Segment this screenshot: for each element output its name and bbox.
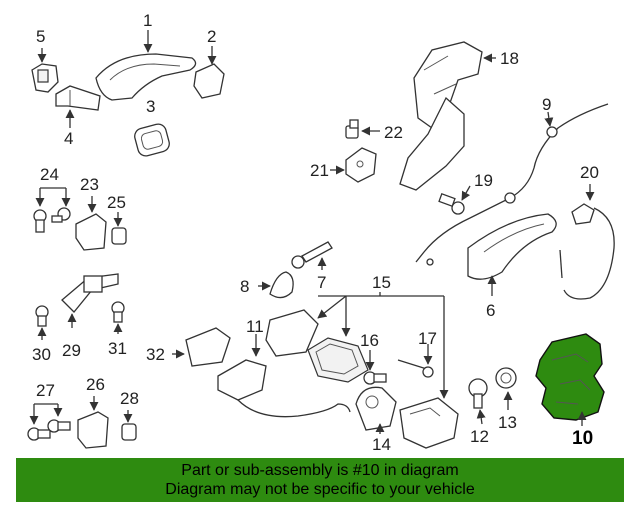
part-25-cap[interactable] <box>111 227 127 245</box>
label-9: 9 <box>542 95 551 114</box>
part-28-cap[interactable] <box>121 423 137 441</box>
label-2: 2 <box>207 27 216 46</box>
part-15-lock-housing[interactable] <box>399 397 459 449</box>
label-12: 12 <box>470 427 489 446</box>
part-13-plug[interactable] <box>495 367 517 389</box>
part-4-lock-cylinder[interactable] <box>55 85 101 111</box>
label-13: 13 <box>498 413 517 432</box>
label-23: 23 <box>80 175 99 194</box>
part-6-inner-handle[interactable] <box>467 213 557 280</box>
part-14-actuator[interactable] <box>355 386 397 431</box>
part-19-screw[interactable] <box>438 193 465 215</box>
label-30: 30 <box>32 345 51 364</box>
label-26: 26 <box>86 375 105 394</box>
label-5: 5 <box>36 27 45 46</box>
part-23-striker[interactable] <box>75 213 107 251</box>
label-18: 18 <box>500 49 519 68</box>
label-16: 16 <box>360 331 379 350</box>
label-27: 27 <box>36 381 55 400</box>
label-6: 6 <box>486 301 495 320</box>
part-12-plug[interactable] <box>468 378 488 409</box>
part-15-seal[interactable] <box>307 337 369 383</box>
part-8-cover[interactable] <box>269 271 294 299</box>
part-24-screws[interactable] <box>33 207 71 233</box>
label-10: 10 <box>572 428 593 449</box>
label-3: 3 <box>146 97 155 116</box>
label-28: 28 <box>120 389 139 408</box>
part-3-gasket[interactable] <box>133 122 171 157</box>
label-19: 19 <box>474 171 493 190</box>
banner-line-2: Diagram may not be specific to your vehi… <box>165 481 475 498</box>
label-4: 4 <box>64 129 73 148</box>
banner-line-1: Part or sub-assembly is #10 in diagram <box>181 462 459 479</box>
label-15: 15 <box>372 273 391 292</box>
part-20-lock-cable[interactable] <box>559 203 615 300</box>
part-31-bolt[interactable] <box>111 301 125 323</box>
label-21: 21 <box>310 161 329 180</box>
part-27-screws[interactable] <box>27 419 71 441</box>
label-20: 20 <box>580 163 599 182</box>
part-18-inner-frame[interactable] <box>399 41 483 191</box>
part-26-striker[interactable] <box>77 411 109 449</box>
label-25: 25 <box>107 193 126 212</box>
part-9-release-cable[interactable] <box>415 103 609 266</box>
label-22: 22 <box>384 123 403 142</box>
part-16-screw[interactable] <box>363 371 387 385</box>
part-32-cover[interactable] <box>185 327 231 367</box>
label-32: 32 <box>146 345 165 364</box>
label-8: 8 <box>240 277 249 296</box>
label-31: 31 <box>108 339 127 358</box>
label-24: 24 <box>40 165 59 184</box>
label-29: 29 <box>62 341 81 360</box>
part-22-clip[interactable] <box>345 119 359 139</box>
label-11: 11 <box>246 317 264 336</box>
part-21-bumper[interactable] <box>345 147 377 183</box>
label-17: 17 <box>418 329 437 348</box>
part-2-bracket[interactable] <box>193 63 225 99</box>
part-11-cable-assembly[interactable] <box>217 309 351 418</box>
parts-diagram: 5 1 2 4 3 24 23 25 <box>27 11 615 454</box>
part-30-bolt[interactable] <box>35 305 49 327</box>
part-7-bolt[interactable] <box>291 241 333 269</box>
part-10-door-lock-latch[interactable] <box>535 333 605 421</box>
info-banner: Part or sub-assembly is #10 in diagram D… <box>16 458 624 502</box>
label-7: 7 <box>317 273 326 292</box>
part-17-pin[interactable] <box>397 359 434 378</box>
part-1-outer-handle[interactable] <box>95 53 197 101</box>
part-5-handle-cap[interactable] <box>31 63 59 93</box>
part-29-door-check[interactable] <box>61 273 119 313</box>
label-14: 14 <box>372 435 391 454</box>
label-1: 1 <box>143 11 152 30</box>
